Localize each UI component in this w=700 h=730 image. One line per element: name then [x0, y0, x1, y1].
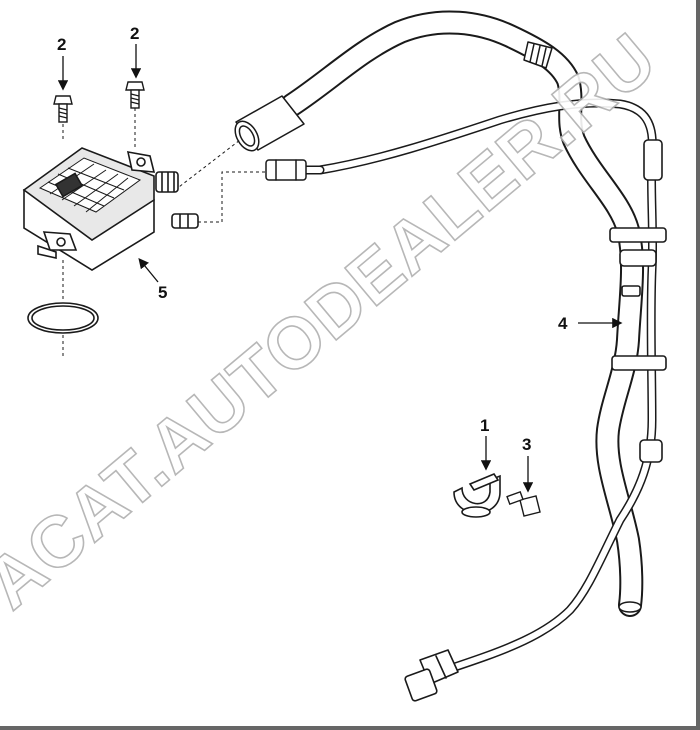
- callout-label: 1: [480, 416, 489, 435]
- control-module: [22, 147, 199, 271]
- leader-lines: [62, 108, 268, 356]
- callout-label: 2: [130, 24, 139, 43]
- bolt-icon: [53, 95, 73, 123]
- o-ring: [27, 302, 99, 334]
- callout-label: 2: [57, 35, 66, 54]
- hose-clip: [453, 473, 501, 518]
- callout-label: 4: [558, 314, 568, 333]
- callout-label: 3: [522, 435, 531, 454]
- bolt-icon: [125, 81, 145, 109]
- callout-label: 5: [158, 283, 167, 302]
- callout-arrows: [57, 44, 623, 493]
- bolt-icon: [506, 490, 541, 517]
- watermark: ACAT.AUTODEALER.RU: [0, 18, 671, 624]
- hose-assembly: [234, 10, 667, 702]
